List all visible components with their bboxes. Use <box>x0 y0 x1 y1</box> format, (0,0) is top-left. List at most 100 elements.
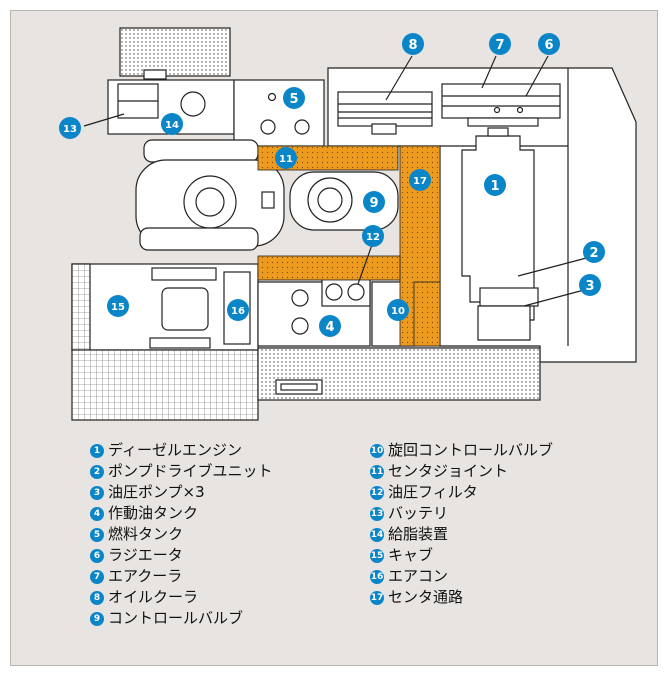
leader-line-6 <box>525 55 549 97</box>
svg-text:2: 2 <box>589 246 598 261</box>
leader-line-2 <box>517 255 595 277</box>
top-step-handle <box>143 69 167 80</box>
track-link-upper <box>143 139 259 163</box>
svg-text:17: 17 <box>413 176 427 187</box>
leader-line-3 <box>523 289 585 307</box>
legend-label-8: オイルクーラ <box>108 588 199 606</box>
leader-line-8 <box>385 55 413 101</box>
marker-6: 6 <box>538 33 560 55</box>
legend-item-2: 2 ポンプドライブユニット <box>90 461 273 482</box>
legend-item-8: 8 オイルクーラ <box>90 587 273 608</box>
svg-text:10: 10 <box>391 306 405 317</box>
marker-3: 3 <box>579 274 601 296</box>
legend-marker-12: 12 <box>370 485 384 500</box>
marker-15: 15 <box>107 295 129 317</box>
legend-marker-16: 16 <box>370 569 384 584</box>
legend-item-16: 16 エアコン <box>370 566 553 587</box>
marker-17: 17 <box>409 169 431 191</box>
pump-drive-shape <box>479 287 539 307</box>
hydraulic-pump-shape <box>477 305 531 341</box>
legend-marker-8: 8 <box>90 590 104 605</box>
svg-text:7: 7 <box>495 38 504 53</box>
legend-label-1: ディーゼルエンジン <box>108 441 242 459</box>
svg-text:6: 6 <box>544 38 553 53</box>
marker-12: 12 <box>362 225 384 247</box>
svg-text:15: 15 <box>111 302 125 313</box>
legend-marker-14: 14 <box>370 527 384 542</box>
legend-marker-4: 4 <box>90 506 104 521</box>
legend-label-10: 旋回コントロールバルブ <box>388 441 554 459</box>
svg-text:9: 9 <box>369 196 378 211</box>
legend-item-12: 12 油圧フィルタ <box>370 482 553 503</box>
legend-item-1: 1 ディーゼルエンジン <box>90 440 273 461</box>
marker-4: 4 <box>319 315 341 337</box>
legend-item-11: 11 センタジョイント <box>370 461 553 482</box>
legend-marker-7: 7 <box>90 569 104 584</box>
svg-text:4: 4 <box>325 320 334 335</box>
legend-marker-17: 17 <box>370 590 384 605</box>
greaser-shape <box>180 91 206 117</box>
svg-text:5: 5 <box>289 92 298 107</box>
radiator-shape <box>441 83 561 119</box>
legend-item-7: 7 エアクーラ <box>90 566 273 587</box>
top-step-plate <box>119 27 231 77</box>
legend-marker-2: 2 <box>90 464 104 479</box>
marker-14: 14 <box>161 113 183 135</box>
legend-marker-10: 10 <box>370 443 384 458</box>
legend-label-2: ポンプドライブユニット <box>108 462 273 480</box>
marker-1: 1 <box>484 174 506 196</box>
svg-text:14: 14 <box>165 120 179 131</box>
legend-label-7: エアクーラ <box>108 567 183 585</box>
legend-marker-13: 13 <box>370 506 384 521</box>
operator-seat <box>161 287 209 331</box>
legend-item-10: 10 旋回コントロールバルブ <box>370 440 553 461</box>
svg-text:11: 11 <box>279 154 293 165</box>
marker-9: 9 <box>363 191 385 213</box>
legend-label-17: センタ通路 <box>388 588 464 606</box>
walkway-grid <box>71 349 259 421</box>
leader-line-13 <box>83 113 125 127</box>
leader-line-7 <box>481 55 497 89</box>
legend-marker-11: 11 <box>370 464 384 479</box>
svg-text:1: 1 <box>490 179 499 194</box>
number-markers: 1 2 3 4 5 6 7 8 9 10 11 12 13 14 15 16 1… <box>59 33 605 337</box>
marker-11: 11 <box>275 147 297 169</box>
marker-13: 13 <box>59 117 81 139</box>
marker-7: 7 <box>489 33 511 55</box>
leader-line-12 <box>357 241 374 285</box>
oil-cooler-shape <box>337 91 433 127</box>
marker-5: 5 <box>283 87 305 109</box>
marker-2: 2 <box>583 241 605 263</box>
fuel-tank-box <box>233 79 325 147</box>
legend-marker-6: 6 <box>90 548 104 563</box>
legend-item-15: 15 キャブ <box>370 545 553 566</box>
legend-label-11: センタジョイント <box>388 462 509 480</box>
legend-label-15: キャブ <box>388 546 434 564</box>
svg-text:12: 12 <box>366 232 380 243</box>
svg-text:16: 16 <box>231 306 245 317</box>
svg-text:8: 8 <box>408 38 417 53</box>
legend-marker-15: 15 <box>370 548 384 563</box>
legend-label-16: エアコン <box>388 567 449 585</box>
legend-label-12: 油圧フィルタ <box>388 483 478 501</box>
marker-16: 16 <box>227 299 249 321</box>
cab-window <box>151 267 217 281</box>
legend-label-6: ラジエータ <box>108 546 183 564</box>
legend-marker-3: 3 <box>90 485 104 500</box>
legend-marker-1: 1 <box>90 443 104 458</box>
marker-8: 8 <box>402 33 424 55</box>
legend-item-5: 5 燃料タンク <box>90 524 273 545</box>
legend-label-5: 燃料タンク <box>108 525 184 543</box>
svg-text:3: 3 <box>585 279 594 294</box>
marker-10: 10 <box>387 299 409 321</box>
legend-marker-5: 5 <box>90 527 104 542</box>
center-joint-shape <box>261 191 275 209</box>
svg-text:13: 13 <box>63 124 77 135</box>
